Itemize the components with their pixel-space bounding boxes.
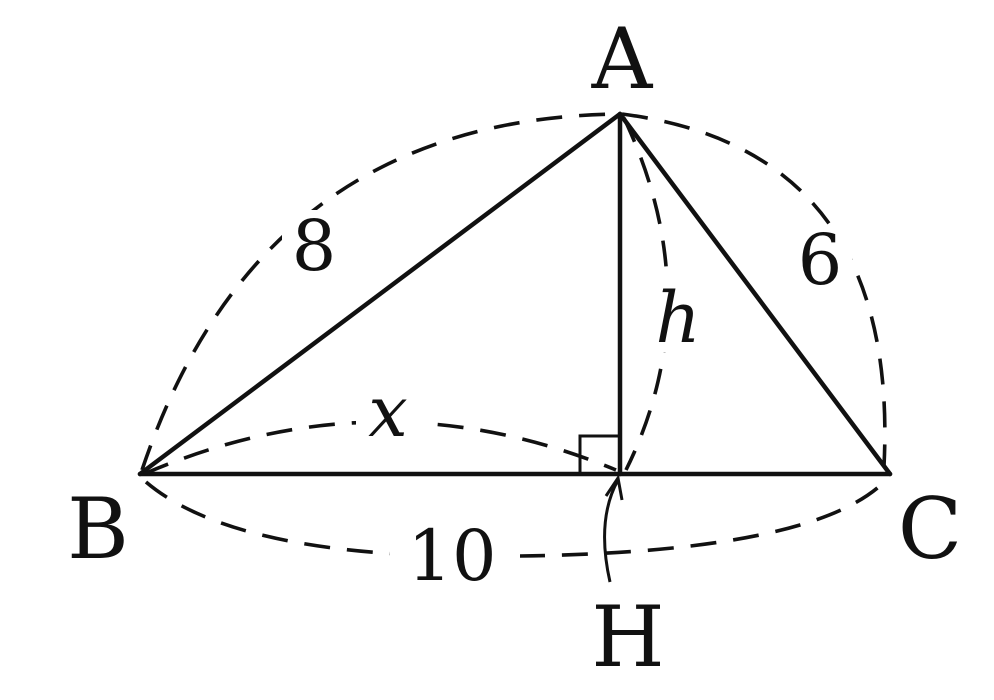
right-angle-marker xyxy=(578,434,620,474)
h-foot-arrowhead xyxy=(604,474,624,501)
vertex-c-label: C xyxy=(898,480,962,578)
length-ab-label: 8 xyxy=(292,205,337,287)
length-bh-label: x xyxy=(368,371,407,453)
bracket-ac xyxy=(621,112,887,467)
label-bg-ab xyxy=(282,210,346,280)
length-bc-label: 10 xyxy=(407,515,496,597)
foot-h-label: H xyxy=(591,588,664,686)
vertex-a-label: A xyxy=(591,10,654,108)
label-bg-ac xyxy=(788,226,852,296)
bracket-ab xyxy=(140,112,621,471)
label-bg-bc xyxy=(390,516,520,590)
vertex-b-label: B xyxy=(67,480,129,578)
label-bg-bh xyxy=(356,380,422,440)
length-ah-label: h xyxy=(655,277,700,359)
h-foot-arrow xyxy=(603,479,620,583)
label-bg-ah xyxy=(650,276,708,352)
side-ac xyxy=(617,111,893,477)
length-ac-label: 6 xyxy=(798,219,843,301)
side-ab xyxy=(137,111,623,477)
